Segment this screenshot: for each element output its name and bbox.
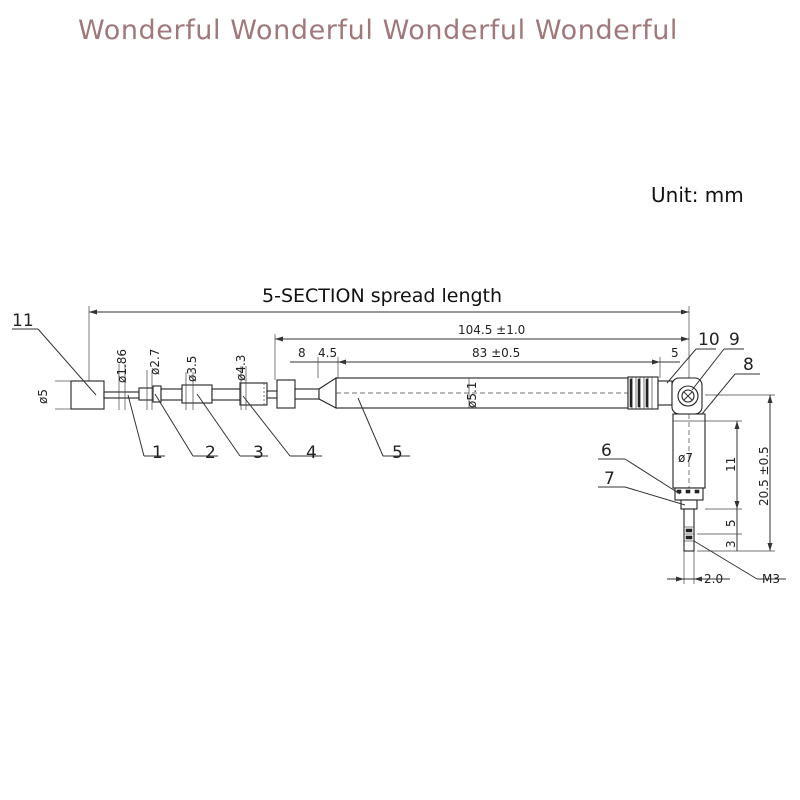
w-2-label: 2.0 [704, 572, 723, 586]
h-3-label: 3 [724, 540, 738, 548]
part-4-label: 4 [306, 443, 317, 463]
d-1-label: ø1.86 [115, 349, 129, 383]
d-5-label: ø5.1 [465, 382, 479, 408]
part-11-label: 11 [12, 311, 34, 331]
offset-4-5-label: 4.5 [318, 346, 337, 360]
section-length-dimension: 104.5 ±1.0 [274, 323, 689, 380]
bottom-dimensions: 2.0 M3 [667, 540, 786, 586]
d-7-label: ø7 [678, 451, 693, 465]
thread-label: M3 [762, 572, 780, 586]
part-10-label: 10 [698, 330, 720, 350]
part-2-label: 2 [205, 443, 216, 463]
offset-5-label: 5 [671, 346, 679, 360]
section-1 [103, 391, 140, 399]
section-4 [239, 382, 268, 406]
banner-text: Wonderful Wonderful Wonderful Wonderful [78, 15, 678, 46]
tube-length-dimension: 83 ±0.5 8 4.5 5 [290, 346, 680, 378]
drawing-title: 5-SECTION spread length [262, 285, 502, 307]
ribbed-collar [627, 376, 659, 410]
vertical-dimensions: 11 20.5 ±0.5 5 3 [697, 394, 775, 552]
d-2-label: ø2.7 [148, 349, 162, 375]
part-6-label: 6 [601, 441, 612, 461]
h-11-label: 11 [724, 457, 738, 472]
part-3-label: 3 [253, 443, 264, 463]
offset-8-label: 8 [298, 346, 306, 360]
part-7-label: 7 [604, 469, 615, 489]
h-5-label: 5 [724, 519, 738, 527]
part-5-label: 5 [392, 443, 403, 463]
diameter-callouts: ø5 ø1.86 ø2.7 ø3.5 ø4.3 ø5.1 ø7 [36, 349, 693, 465]
d-3-label: ø3.5 [185, 356, 199, 382]
h-total-label: 20.5 ±0.5 [757, 446, 771, 506]
part-8-label: 8 [743, 355, 754, 375]
section-length-label: 104.5 ±1.0 [458, 323, 525, 337]
part-number-leaders: 11 1 2 3 4 5 10 9 8 6 [12, 311, 760, 506]
unit-label: Unit: mm [651, 183, 744, 207]
d-4-label: ø4.3 [234, 355, 248, 381]
d-tip-label: ø5 [36, 389, 50, 404]
part-1-label: 1 [152, 443, 163, 463]
spread-length-dimension [88, 306, 690, 382]
part-9-label: 9 [729, 330, 740, 350]
tube-length-label: 83 ±0.5 [472, 346, 520, 360]
